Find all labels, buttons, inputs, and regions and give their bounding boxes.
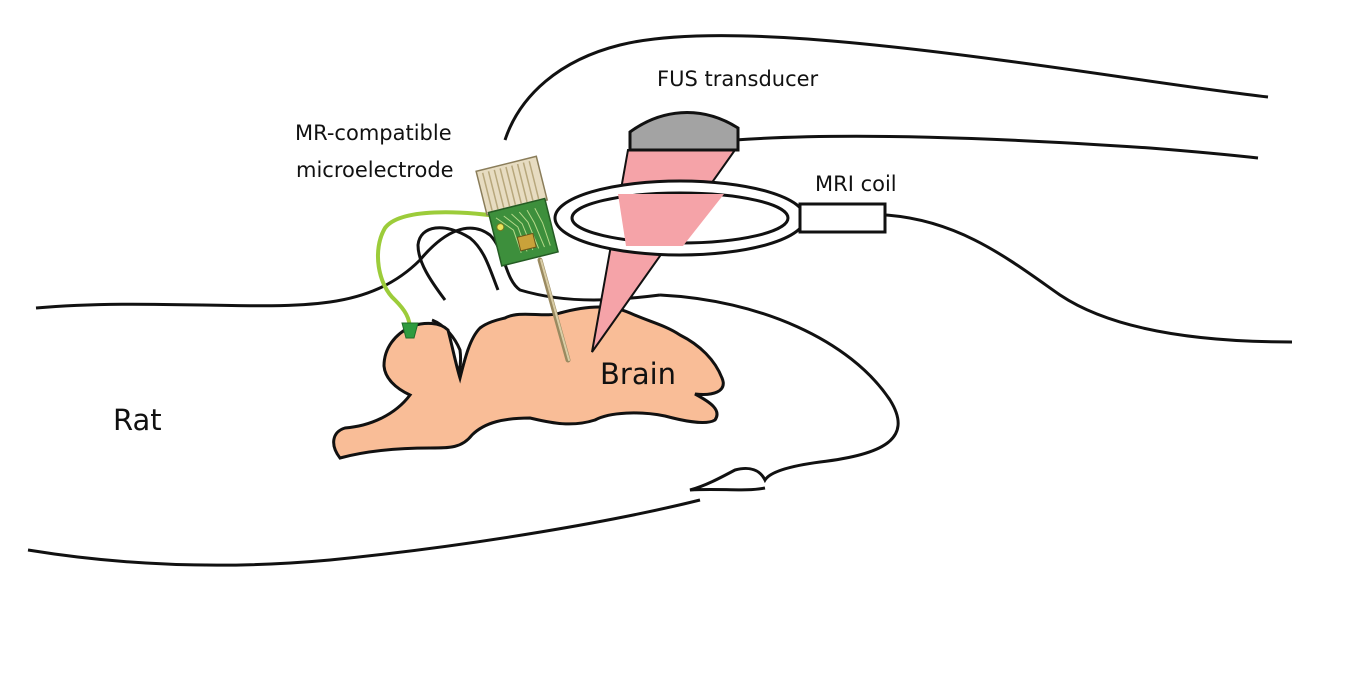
ground-electrode-tip-icon [401, 322, 419, 339]
rat-back-outline [35, 226, 661, 310]
pcb-chip [516, 232, 537, 252]
rat-label: Rat [113, 403, 162, 437]
fus-transducer-label: FUS transducer [657, 67, 819, 91]
brain-label: Brain [600, 357, 676, 391]
rat-belly-outline [27, 498, 701, 567]
scanner-middle-curve [734, 134, 1259, 160]
scanner-lower-curve [884, 213, 1293, 344]
microelectrode-board[interactable] [475, 155, 560, 267]
mri-coil-label: MRI coil [815, 172, 897, 196]
fus-transducer[interactable] [628, 111, 740, 152]
electrode-needle-highlight [540, 259, 570, 361]
mri-coil-handle[interactable] [798, 202, 887, 234]
microelectrode-label-line2: microelectrode [296, 158, 454, 182]
pcb-body [487, 197, 559, 267]
rat-snout-outline [659, 293, 900, 492]
brain-shape[interactable] [332, 305, 725, 460]
microelectrode-label-line1: MR-compatible [295, 121, 452, 145]
pcb-solder-pad [496, 223, 505, 232]
connector-pins [481, 160, 540, 211]
scanner-upper-curve [503, 34, 1269, 141]
mri-coil-beam-through-ring [618, 194, 724, 246]
electrode-ground-wire [376, 210, 511, 331]
